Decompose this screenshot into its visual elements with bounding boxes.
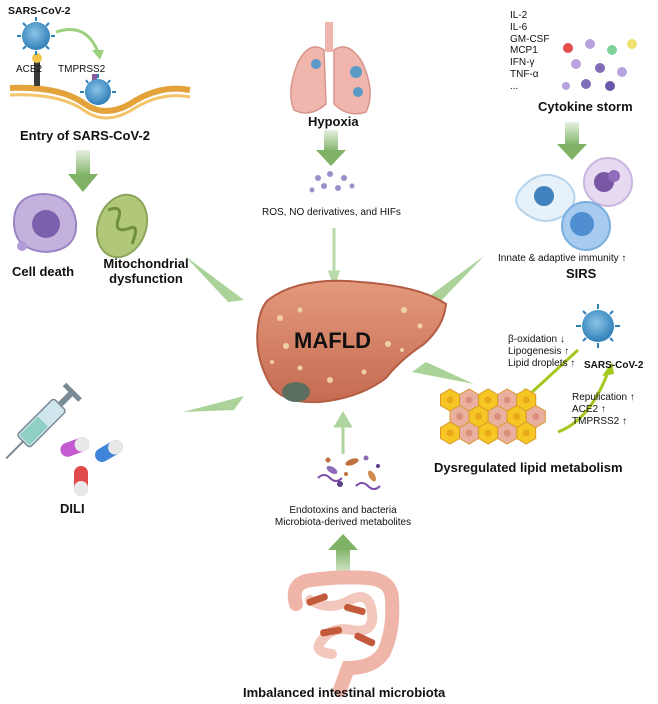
cytokine-item: IL-6	[510, 21, 528, 33]
mitochondrion-icon	[95, 193, 149, 259]
cytokine-item: TNF-α	[510, 68, 539, 80]
dili-title: DILI	[60, 501, 85, 516]
cytokine-item: MCP1	[510, 45, 538, 57]
capsule-icon	[60, 437, 90, 457]
cytokine-dots	[562, 39, 637, 91]
arrow-microbiota-up-head	[328, 534, 358, 550]
intestine-icon	[287, 570, 400, 697]
arrow-to-liver-topright	[424, 256, 484, 302]
hepatocyte-nucleus	[484, 429, 492, 437]
replication-list: Repulication ↑ ACE2 ↑ TMPRSS2 ↑	[572, 392, 635, 427]
arrow-hypoxia-down-head	[316, 150, 346, 166]
lipid-virus-label: SARS-CoV-2	[584, 360, 644, 371]
hepatocyte-nucleus	[465, 396, 473, 404]
entry-curve-arrow-head	[92, 50, 104, 60]
mito-label-line: dysfunction	[109, 270, 183, 286]
ace2-label: ACE2	[16, 64, 43, 75]
hepatocyte-nucleus	[465, 429, 473, 437]
cytokine-list: IL-2 IL-6 GM-CSF MCP1 IFN-γ TNF-α ...	[510, 10, 549, 93]
hepatocyte-nucleus	[446, 429, 454, 437]
arrow-to-liver-top	[327, 228, 341, 289]
receptor-ace2	[32, 53, 42, 86]
lipid-effects: β-oxidation ↓ Lipogenesis ↑ Lipid drople…	[508, 334, 575, 369]
sirs-label: SIRS	[566, 266, 597, 281]
hepatocyte-nucleus	[532, 413, 540, 420]
membrane	[9, 84, 191, 120]
replication-item: ACE2 ↑	[572, 403, 606, 415]
liver-icon	[256, 279, 448, 404]
syringe-icon	[5, 382, 82, 460]
lipid-cycle-arrow	[557, 371, 610, 434]
arrow-cytokine-down-head	[557, 144, 587, 160]
hepatocyte-nucleus	[456, 413, 464, 420]
cytokine-item: IL-2	[510, 10, 528, 21]
arrow-entry-down	[76, 150, 90, 176]
microbiota-line: Endotoxins and bacteria	[289, 505, 397, 516]
arrow-to-liver-right	[412, 362, 474, 384]
hepatocyte-nucleus	[522, 429, 530, 437]
mito-label-line: Mitochondrial	[103, 256, 189, 271]
hypoxia-title: Hypoxia	[308, 114, 359, 129]
arrow-to-liver-bottom	[333, 411, 353, 454]
entry-title: Entry of SARS-CoV-2	[20, 128, 151, 143]
hepatocyte-nucleus	[522, 396, 530, 404]
lipid-effect-item: Lipogenesis ↑	[508, 345, 570, 357]
microbiota-title: Imbalanced intestinal microbiota	[243, 685, 446, 700]
arrow-entry-down-head	[68, 174, 98, 192]
hepatocyte-grid	[440, 388, 546, 445]
virus-icon	[17, 17, 55, 55]
lipid-effect-item: Lipid droplets ↑	[508, 357, 576, 369]
mito-label: Mitochondrial dysfunction	[92, 256, 200, 287]
hepatocyte-nucleus	[503, 429, 511, 437]
apoptotic-cell-icon	[12, 192, 78, 254]
immune-cells-icon	[515, 157, 633, 251]
microbiota-products: Endotoxins and bacteria Microbiota-deriv…	[243, 505, 443, 528]
hepatocyte-nucleus	[503, 396, 511, 404]
hepatocyte-nucleus	[446, 396, 454, 404]
cell-death-label: Cell death	[12, 264, 75, 279]
microbiota-line: Microbiota-derived metabolites	[274, 516, 412, 528]
virus-icon	[576, 304, 620, 348]
cytokine-item: ...	[510, 80, 519, 92]
arrow-cytokine-down	[565, 122, 579, 146]
lungs-icon	[290, 22, 371, 115]
replication-item: TMPRSS2 ↑	[572, 415, 628, 427]
entry-virus-label: SARS-CoV-2	[8, 5, 71, 17]
tmprss2-label: TMPRSS2	[58, 64, 106, 75]
arrow-to-liver-topleft	[185, 256, 244, 302]
immunity-label: Innate & adaptive immunity ↑	[498, 253, 627, 264]
lipid-cycle-arrow-head	[602, 362, 614, 376]
bacteria-cluster-icon	[317, 455, 381, 490]
arrow-to-liver-left	[183, 396, 244, 412]
cytokine-item: IFN-γ	[510, 57, 535, 69]
lipid-cycle-arrow	[528, 348, 580, 396]
hepatocyte-nucleus	[475, 413, 483, 420]
lipid-title: Dysregulated lipid metabolism	[434, 460, 623, 475]
capsule-icon	[95, 440, 123, 462]
hepatocyte-nucleus	[513, 413, 521, 420]
hepatocyte-nucleus	[494, 413, 502, 420]
replication-item: Repulication ↑	[572, 392, 635, 403]
arrow-hypoxia-down	[324, 130, 338, 152]
cytokine-item: GM-CSF	[510, 33, 550, 45]
hepatocyte-nucleus	[484, 396, 492, 404]
cytokine-title: Cytokine storm	[538, 99, 633, 114]
entry-curve-arrow	[55, 28, 100, 53]
ros-dots	[309, 171, 355, 193]
virus-icon	[80, 74, 116, 105]
capsule-icon	[74, 466, 88, 496]
lipid-effect-item: β-oxidation ↓	[508, 334, 565, 345]
hypoxia-products: ROS, NO derivatives, and HIFs	[262, 207, 401, 218]
mafld-label: MAFLD	[294, 328, 371, 353]
